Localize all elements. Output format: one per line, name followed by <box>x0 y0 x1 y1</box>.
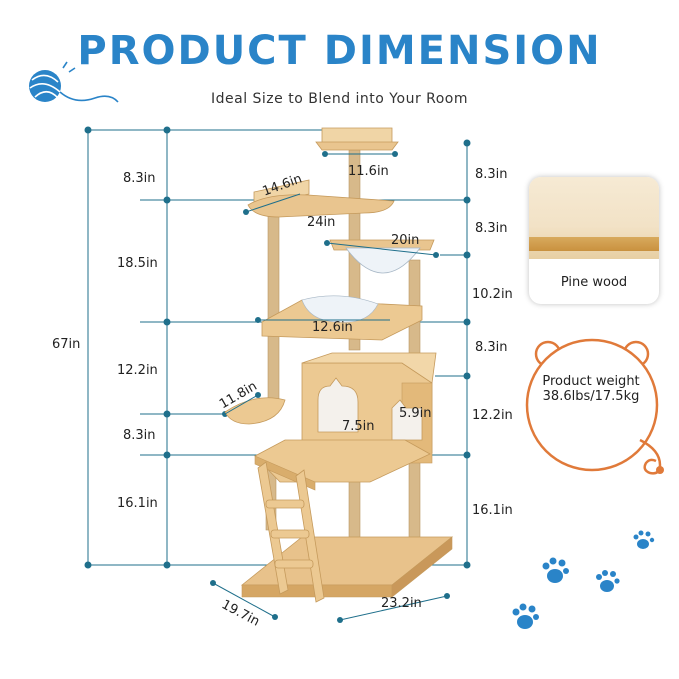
paw-icon <box>542 557 569 583</box>
left-dimension-2: 18.5in <box>117 256 158 271</box>
weight-info: Product weight 38.6lbs/17.5kg <box>528 374 654 404</box>
page-subtitle: Ideal Size to Blend into Your Room <box>210 91 469 107</box>
top-perch-width-label: 11.6in <box>348 164 389 179</box>
weight-value: 38.6lbs/17.5kg <box>542 389 640 404</box>
right-dimension-5: 12.2in <box>472 408 513 423</box>
left-dimension-1: 8.3in <box>123 171 156 186</box>
paw-prints <box>512 530 655 629</box>
total-height-label: 67in <box>52 337 81 352</box>
right-dimension-3: 10.2in <box>472 287 513 302</box>
right-dimension-4: 8.3in <box>475 340 508 355</box>
left-dimension-4: 8.3in <box>123 428 156 443</box>
pine-wood-swatch <box>529 177 659 259</box>
material-card: Pine wood <box>529 177 659 304</box>
paw-icon <box>596 570 620 592</box>
paw-icon <box>633 530 655 549</box>
base-width-label: 23.2in <box>381 596 422 611</box>
right-dimension-6: 16.1in <box>472 503 513 518</box>
weight-label: Product weight <box>542 374 640 389</box>
right-dimension-2: 8.3in <box>475 221 508 236</box>
cat-tree <box>224 127 454 603</box>
weight-badge <box>525 338 664 475</box>
material-caption: Pine wood <box>560 275 628 290</box>
yarn-ball-icon <box>29 61 119 103</box>
left-dimension-5: 16.1in <box>117 496 158 511</box>
bowl-width-label: 20in <box>391 233 420 248</box>
middle-platform-width-label: 12.6in <box>312 320 353 335</box>
page-title: PRODUCT DIMENSION <box>77 28 602 74</box>
door-width-label: 5.9in <box>399 406 432 421</box>
product-measure-lines <box>212 153 448 621</box>
paw-icon <box>512 603 539 629</box>
platform-width-label: 24in <box>307 215 336 230</box>
right-dimension-1: 8.3in <box>475 167 508 182</box>
left-dimension-3: 12.2in <box>117 363 158 378</box>
door-height-label: 7.5in <box>342 419 375 434</box>
